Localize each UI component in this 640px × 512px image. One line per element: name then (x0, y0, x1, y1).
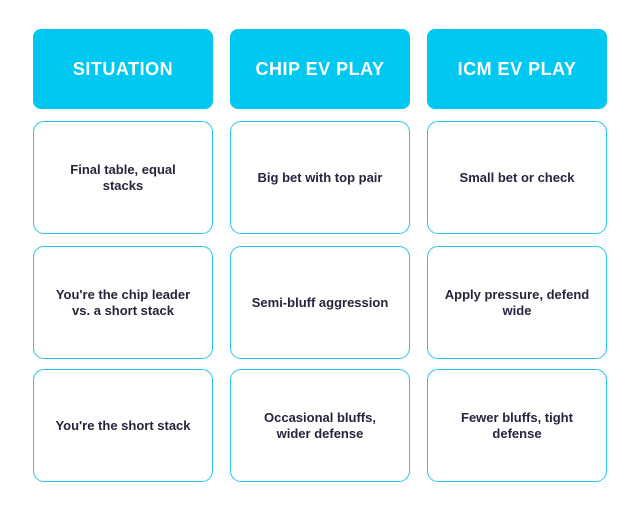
header-chip-ev-play: CHIP EV PLAY (230, 29, 410, 109)
chip-ev-cell-final-table: Big bet with top pair (230, 121, 410, 234)
chip-ev-cell-chip-leader: Semi-bluff aggression (230, 246, 410, 359)
header-icm-ev-play: ICM EV PLAY (427, 29, 607, 109)
situation-cell-chip-leader: You're the chip leader vs. a short stack (33, 246, 213, 359)
icm-ev-cell-final-table: Small bet or check (427, 121, 607, 234)
icm-ev-cell-short-stack: Fewer bluffs, tight defense (427, 369, 607, 482)
chip-ev-cell-short-stack: Occasional bluffs, wider defense (230, 369, 410, 482)
icm-ev-cell-chip-leader: Apply pressure, defend wide (427, 246, 607, 359)
header-situation: SITUATION (33, 29, 213, 109)
situation-cell-short-stack: You're the short stack (33, 369, 213, 482)
situation-cell-final-table: Final table, equal stacks (33, 121, 213, 234)
